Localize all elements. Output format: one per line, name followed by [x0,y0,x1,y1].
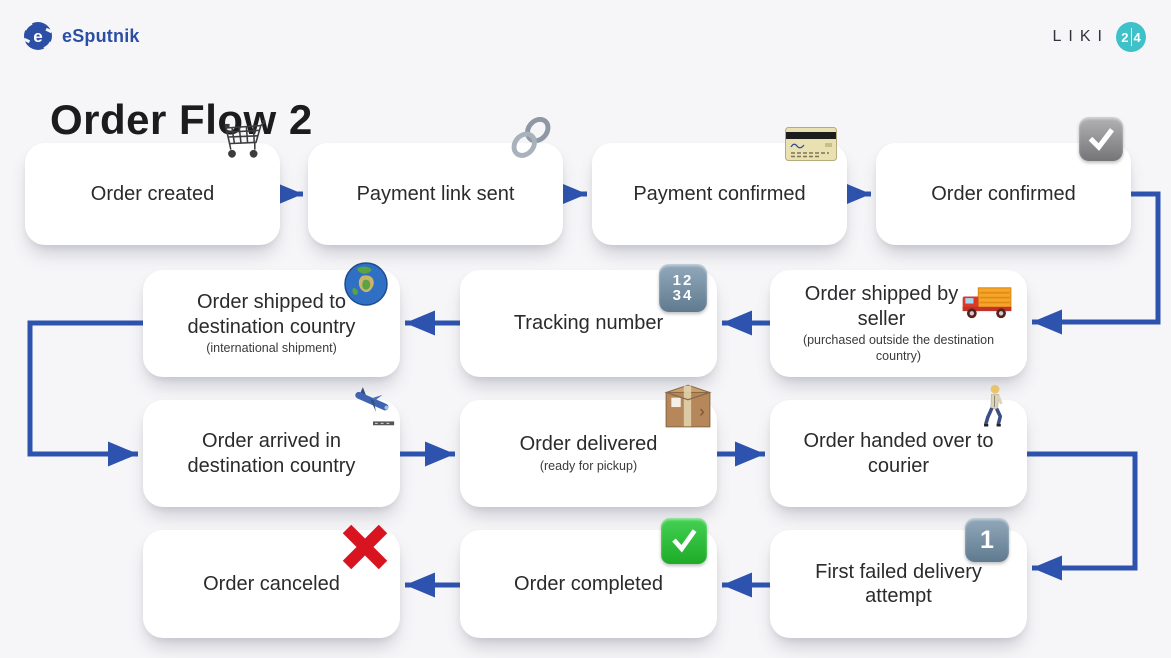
node-label: Payment link sent [356,182,515,205]
node-label: Order handed over to courier [803,430,994,477]
node-tracking-number: 12 34 Tracking number [460,264,717,377]
pedestrian-icon [981,384,1007,430]
node-order-delivered: Order delivered (ready for pickup) [460,384,717,507]
airplane-arrival-icon [348,386,398,428]
connector-courier-to-failed-attempt [1027,451,1138,581]
connector-shipped-destination-to-arrived [27,320,143,467]
node-payment-confirmed: Payment confirmed [592,127,847,245]
node-label: Order arrived in destination country [187,430,356,477]
input-numbers-icon: 12 34 [659,264,707,312]
node-label: Payment confirmed [633,182,806,205]
node-order-completed: Order completed [460,518,717,638]
shopping-cart-icon [220,119,268,161]
node-sublabel: (ready for pickup) [539,458,638,473]
keycap-one-icon: 1 [965,518,1009,562]
liki24-digit-4: 4 [1133,29,1141,45]
page-title: Order Flow 2 [50,96,313,144]
node-sublabel: (international shipment) [206,341,337,356]
node-label: Order shipped by seller [804,283,959,330]
node-payment-link-sent: Payment link sent [308,116,563,245]
node-label: Order confirmed [931,182,1076,205]
connector-confirmed-to-shipped-by-seller [1032,191,1161,335]
liki24-circle-icon: 2 4 [1116,22,1146,52]
node-order-confirmed: Order confirmed [876,117,1131,245]
node-label: Order shipped to destination country [187,291,356,338]
node-label: Order completed [514,572,663,595]
globe-icon [344,262,388,306]
input-numbers-bottom: 34 [672,287,694,304]
esputnik-logo-icon: e [23,22,53,50]
node-order-arrived-in-destination-country: Order arrived in destination country [143,387,400,507]
node-label: Order created [90,182,215,205]
node-order-handed-over-to-courier: Order handed over to courier [770,384,1027,507]
credit-card-icon [785,127,837,161]
svg-text:e: e [33,27,42,46]
check-mark-green-icon [661,518,707,564]
node-label: Order canceled [203,572,340,595]
liki24-letters: LIKI [1052,28,1109,45]
node-order-shipped-by-seller: Order shipped by seller (purchased outsi… [770,270,1027,377]
cross-mark-red-icon [338,520,392,574]
node-first-failed-delivery-attempt: 1 First failed delivery attempt [770,518,1027,638]
node-sublabel: (purchased outside the destination count… [802,333,995,363]
node-order-shipped-to-destination-country: Order shipped to destination country (in… [143,262,400,377]
node-label: First failed delivery attempt [815,560,982,607]
check-button-gray-icon [1079,117,1123,161]
liki24-digit-2: 2 [1121,29,1129,45]
node-label: Tracking number [513,312,664,335]
node-order-canceled: Order canceled [143,524,400,638]
package-icon [663,382,713,430]
liki24-divider [1130,28,1132,46]
link-icon [509,116,553,159]
node-label: Order delivered [519,433,658,456]
input-numbers-top: 12 [672,272,694,289]
esputnik-logo: e eSputnik [22,20,140,52]
delivery-truck-icon [961,286,1013,320]
esputnik-logo-text: eSputnik [62,25,140,46]
node-order-created: Order created [25,120,280,245]
liki24-logo: LIKI 2 4 [1053,22,1146,52]
